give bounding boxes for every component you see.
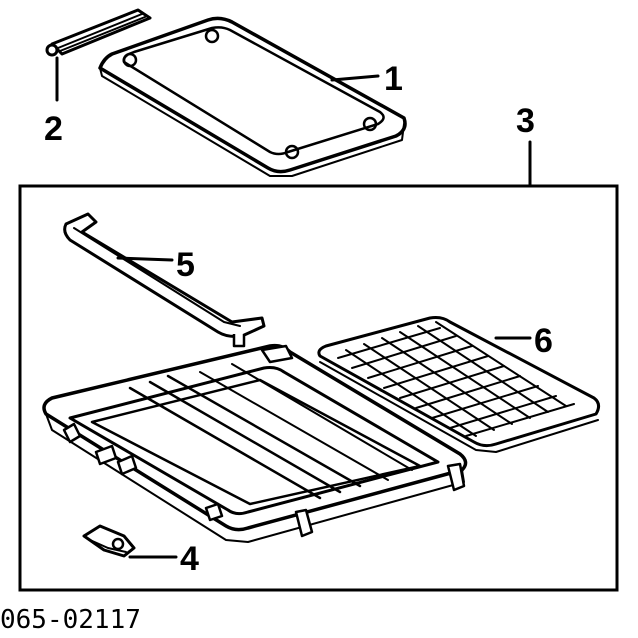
assembly-3-box [18,184,619,592]
callout-3: 3 [516,102,535,140]
callout-2: 2 [44,110,63,148]
diagram-code: 065-02117 [0,605,141,635]
callout-5: 5 [176,246,195,284]
part-4-clip [82,524,178,559]
part-1-glass-panel [98,16,407,177]
callout-6: 6 [534,322,553,360]
part-2-drip-channel [45,8,152,102]
sunroof-housing-frame [42,343,468,543]
callout-4: 4 [180,540,199,578]
part-5-wind-deflector [63,212,266,348]
part-6-sunshade [317,316,601,453]
callout-1: 1 [384,60,403,98]
